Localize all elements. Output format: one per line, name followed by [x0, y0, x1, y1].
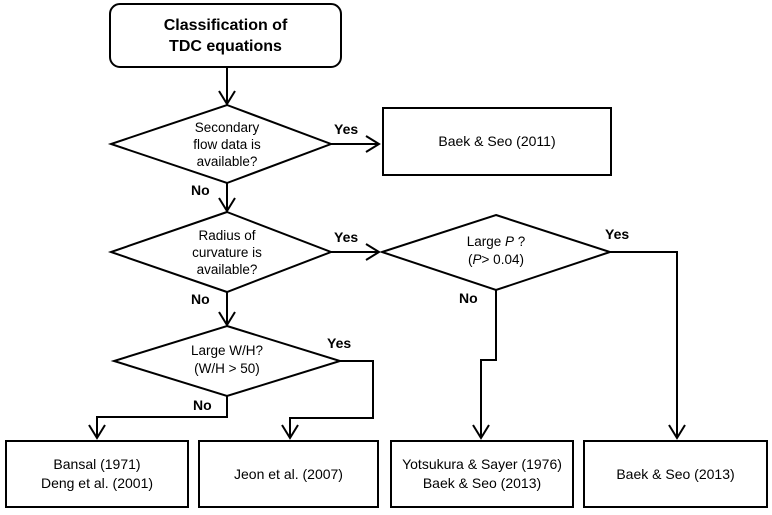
edge-large-p-no: [472, 290, 497, 440]
start-node-classification: Classification of TDC equations: [109, 3, 342, 68]
edge-large-p-yes: [610, 251, 686, 440]
start-node-line: Classification of: [163, 16, 288, 34]
edge-large-wh-no: [88, 396, 228, 440]
result-box-jeon: Jeon et al. (2007): [198, 440, 379, 508]
decision-text-secondary-flow: Secondary flow data is available?: [193, 120, 261, 169]
branch-label-yes-large-wh: Yes: [327, 335, 352, 351]
result-box-baek-seo-2013: Baek & Seo (2013): [583, 440, 768, 508]
branch-label-yes-radius: Yes: [334, 229, 359, 245]
result-box-yotsukura-sayer-baek-seo: Yotsukura & Sayer (1976) Baek & Seo (201…: [390, 440, 574, 508]
branch-label-no-large-p: No: [459, 290, 478, 306]
branch-label-no-radius: No: [191, 291, 210, 307]
edge-large-wh-yes: [281, 360, 374, 440]
decision-text-large-p: Large P ? (P> 0.04): [466, 234, 526, 267]
branch-label-no-large-wh: No: [193, 397, 212, 413]
branch-label-no-secondary-flow: No: [191, 182, 210, 198]
branch-label-yes-large-p: Yes: [605, 226, 630, 242]
decision-diamond-large-p: [378, 213, 614, 292]
decision-diamond-radius-of-curvature: [107, 210, 334, 294]
decision-diamond-large-wh: [110, 324, 344, 398]
result-box-baek-seo-2011: Baek & Seo (2011): [382, 107, 612, 176]
decision-text-radius-of-curvature: Radius of curvature is available?: [192, 228, 262, 277]
branch-label-yes-secondary-flow: Yes: [334, 121, 359, 137]
decision-text-large-wh: Large W/H? (W/H > 50): [190, 343, 264, 376]
start-node-line: TDC equations: [169, 37, 282, 55]
result-box-bansal-deng: Bansal (1971) Deng et al. (2001): [5, 440, 189, 508]
decision-diamond-secondary-flow: [107, 103, 334, 185]
